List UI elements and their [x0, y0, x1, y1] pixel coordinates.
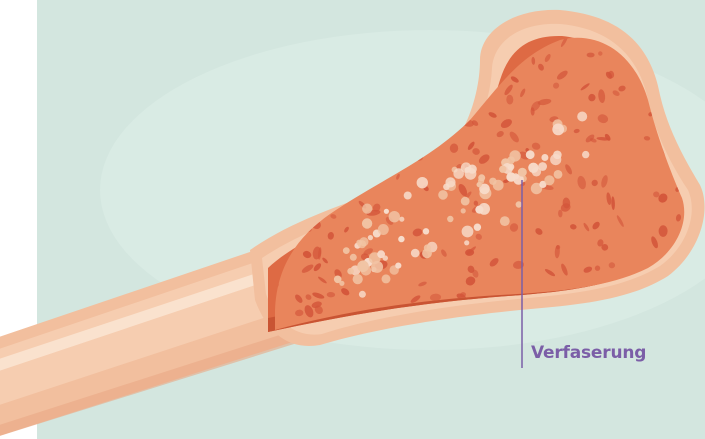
fiber-dot	[384, 209, 389, 214]
fiber-dot	[399, 217, 404, 222]
fiber-dot	[383, 255, 388, 260]
fiber-dot	[447, 216, 453, 222]
fiber-dot	[356, 240, 362, 246]
label-verfaserung: Verfaserung	[531, 343, 646, 363]
fiber-dot	[353, 274, 363, 284]
fiber-dot	[478, 174, 485, 181]
fiber-dot	[526, 150, 535, 159]
fiber-dot	[371, 261, 383, 273]
fiber-dot	[518, 168, 527, 177]
fiber-dot	[339, 281, 344, 286]
fiber-dot	[423, 228, 429, 234]
fiber-dot	[528, 163, 538, 173]
fiber-dot	[582, 151, 589, 158]
fiber-dot	[509, 150, 520, 161]
fiber-dot	[378, 224, 389, 235]
fiber-dot	[499, 166, 506, 173]
fiber-dot	[462, 226, 474, 238]
fiber-dot	[541, 154, 548, 161]
fiber-dot	[475, 206, 483, 214]
fiber-dot	[347, 268, 354, 275]
fiber-dot	[544, 175, 554, 185]
fiber-dot	[465, 167, 471, 173]
fiber-dot	[350, 254, 357, 261]
fiber-dot	[359, 291, 366, 298]
fiber-dot	[395, 263, 401, 269]
fiber-dot	[343, 247, 350, 254]
fiber-dot	[422, 248, 432, 258]
fiber-dot	[453, 168, 464, 179]
fiber-dot	[361, 260, 366, 265]
fiber-dot	[362, 218, 372, 228]
fiber-dot	[382, 274, 391, 283]
fiber-dot	[368, 235, 373, 240]
fiber-dot	[550, 154, 561, 165]
fiber-dot	[362, 204, 372, 214]
fiber-dot	[552, 123, 564, 135]
fiber-dot	[554, 170, 563, 179]
fiber-dot	[404, 192, 412, 200]
fiber-dot	[477, 182, 482, 187]
fiber-dot	[516, 201, 522, 207]
fiber-dot	[464, 240, 469, 245]
fiber-dot	[506, 172, 516, 182]
fiber-dot	[445, 177, 455, 187]
fiber-dot	[538, 162, 547, 171]
fiber-dot	[461, 197, 470, 206]
pore	[587, 53, 595, 58]
fiber-dot	[577, 112, 587, 122]
fiber-dot	[417, 177, 428, 188]
fiber-dot	[389, 211, 400, 222]
fiber-dot	[398, 236, 404, 242]
fiber-dot	[500, 216, 510, 226]
fiber-dot	[438, 190, 448, 200]
fiber-dot	[461, 208, 466, 213]
fiber-dot	[411, 249, 420, 258]
fiber-dot	[474, 224, 481, 231]
fiber-dot	[493, 180, 504, 191]
